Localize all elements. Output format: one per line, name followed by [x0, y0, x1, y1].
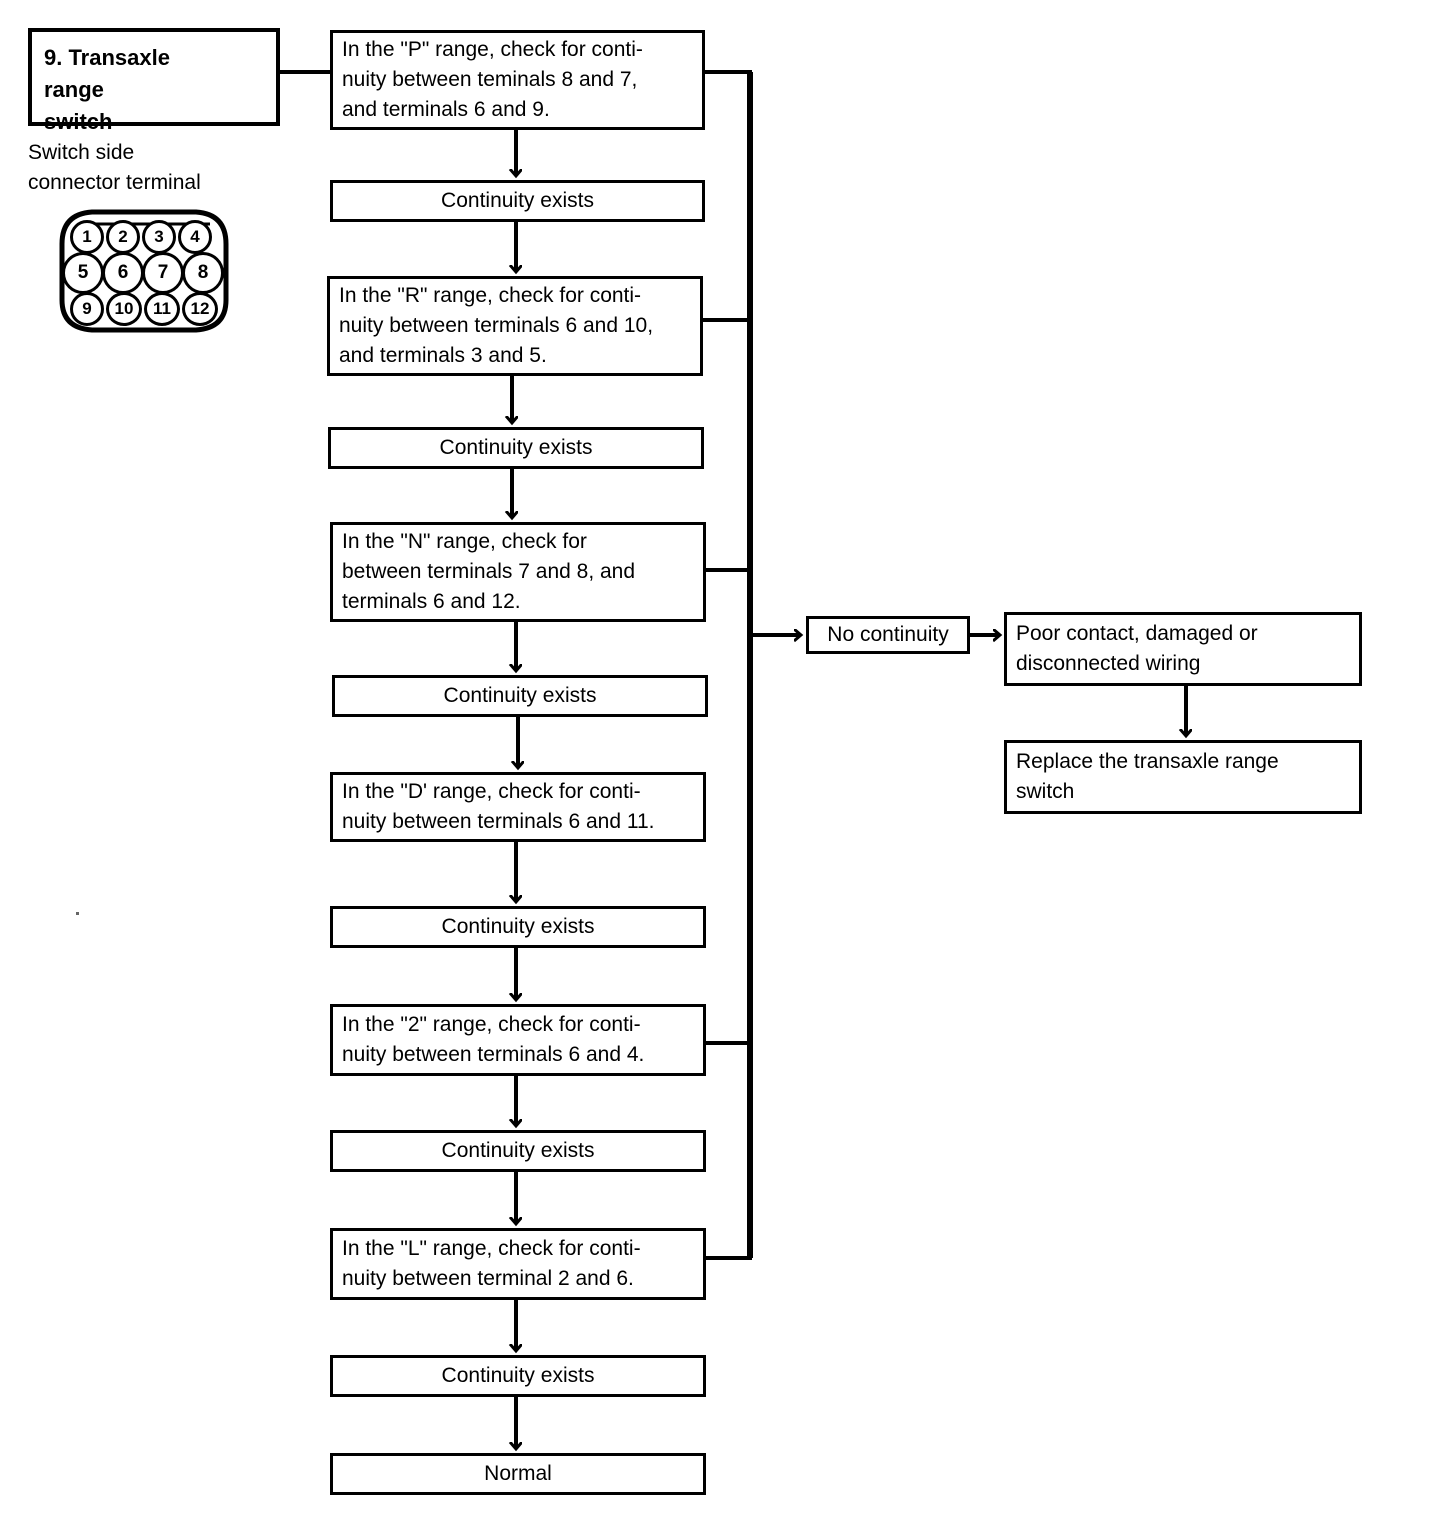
step-box-n-ok: Continuity exists — [332, 675, 708, 717]
fault-box-replace-switch: Replace the transaxle range switch — [1004, 740, 1362, 814]
step-text: Continuity exists — [443, 684, 597, 707]
connector-pin: 7 — [142, 252, 184, 294]
title-box-transaxle-range-switch: 9. Transaxle range switch — [28, 28, 280, 134]
step-text: Continuity exists — [439, 436, 593, 459]
connector-pin: 3 — [142, 220, 176, 254]
connector-pin: 6 — [102, 252, 144, 294]
title-box-label: 9. Transaxle range switch — [44, 45, 170, 134]
fault-text: Replace the transaxle range switch — [1016, 750, 1279, 803]
connector-pin: 5 — [62, 252, 104, 294]
connector-pin: 12 — [182, 292, 218, 326]
connector-pin: 11 — [144, 292, 180, 326]
connector-pin-label: 2 — [118, 227, 128, 246]
connector-pin-label: 3 — [154, 227, 164, 246]
connector-pin: 10 — [106, 292, 142, 326]
connector-pin-label: 9 — [82, 299, 92, 318]
connector-pin: 2 — [106, 220, 140, 254]
step-box-p-ok: Continuity exists — [330, 180, 705, 222]
step-box-r-check: In the "R" range, check for conti- nuity… — [327, 276, 703, 376]
connector-pin-label: 8 — [197, 262, 209, 283]
connector-pin-label: 11 — [153, 299, 171, 318]
step-text: Continuity exists — [441, 915, 595, 938]
step-box-2-ok: Continuity exists — [330, 1130, 706, 1172]
step-text: In the "R" range, check for conti- nuity… — [339, 284, 654, 367]
step-text: In the "P" range, check for conti- nuity… — [342, 38, 643, 121]
step-box-r-ok: Continuity exists — [328, 427, 704, 469]
fault-box-no-continuity: No continuity — [806, 616, 970, 654]
connector-pin: 8 — [182, 252, 224, 294]
step-text: In the "2" range, check for conti- nuity… — [342, 1013, 645, 1066]
step-box-p-check: In the "P" range, check for conti- nuity… — [330, 30, 705, 130]
step-text: Continuity exists — [441, 1139, 595, 1162]
step-box-2-check: In the "2" range, check for conti- nuity… — [330, 1004, 706, 1076]
connector-pin: 1 — [70, 220, 104, 254]
step-box-normal: Normal — [330, 1453, 706, 1495]
connector-pin-label: 5 — [77, 262, 89, 283]
fault-box-poor-contact: Poor contact, damaged or disconnected wi… — [1004, 612, 1362, 686]
connector-terminal-diagram: 1 2 3 4 5 6 7 8 9 10 11 12 — [56, 204, 232, 336]
step-text: Continuity exists — [441, 1364, 595, 1387]
connector-pin-label: 12 — [190, 299, 210, 318]
step-box-l-check: In the "L" range, check for conti- nuity… — [330, 1228, 706, 1300]
fault-text: No continuity — [827, 623, 949, 646]
step-box-d-ok: Continuity exists — [330, 906, 706, 948]
step-text: In the "N" range, check for between term… — [342, 530, 636, 613]
connector-pin-label: 10 — [114, 299, 134, 318]
scan-artifact — [76, 912, 79, 915]
connector-pin-label: 7 — [157, 262, 169, 283]
step-box-n-check: In the "N" range, check for between term… — [330, 522, 706, 622]
step-text: Continuity exists — [441, 189, 594, 212]
connector-pin-label: 4 — [190, 227, 200, 246]
connector-pin: 4 — [178, 220, 212, 254]
connector-caption: Switch side connector terminal — [28, 141, 201, 194]
fault-text: Poor contact, damaged or disconnected wi… — [1016, 622, 1258, 675]
step-text: In the "D' range, check for conti- nuity… — [342, 780, 655, 833]
connector-pin-label: 6 — [117, 262, 129, 283]
step-text: In the "L" range, check for conti- nuity… — [342, 1237, 641, 1290]
step-box-l-ok: Continuity exists — [330, 1355, 706, 1397]
connector-pin: 9 — [70, 292, 104, 326]
step-box-d-check: In the "D' range, check for conti- nuity… — [330, 772, 706, 842]
connector-pin-label: 1 — [82, 227, 92, 246]
step-text: Normal — [484, 1462, 552, 1485]
